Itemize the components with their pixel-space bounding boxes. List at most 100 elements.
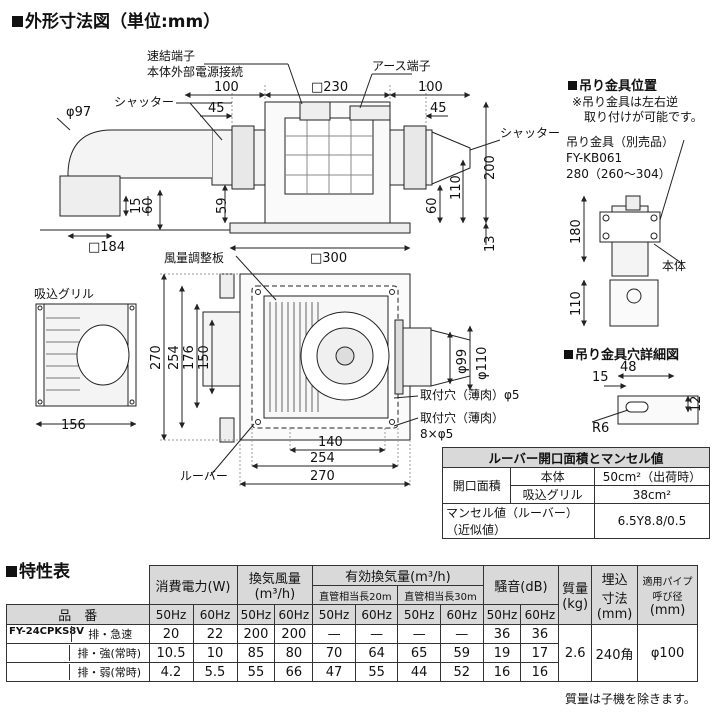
table-row: FY-24CPKS8V 排・急速 20 22 200 200 — — — — 3… [6,624,698,682]
dim-45-right: 45 [430,101,447,116]
dim-176: 176 [182,345,197,370]
model-spacer [7,664,69,680]
mount-hole-label-1: 取付穴（薄肉）φ5 [420,387,520,402]
dim-phi99: φ99 [455,349,470,374]
quick-terminal-label: 速結端子 [147,49,195,63]
value-cell: — [397,624,441,644]
spec-heading-text: 特性表 [19,562,70,582]
dim-270-h: 270 [310,469,335,484]
mount-hole-count-label: 8×φ5 [420,427,453,441]
mass-value: 2.6 [558,624,593,682]
dim-12: 12 [689,395,704,412]
louver-label: ルーバー [180,469,228,483]
value-cell: 59 [439,643,484,663]
hz-cell: 60Hz [354,604,399,625]
value-cell: 10 [192,643,238,663]
hz-cell: 50Hz [148,604,194,625]
dim-15: 15 [129,197,144,214]
col-duct: 適用パイプ呼び径(mm) [637,565,698,625]
dim-300: □300 [310,251,347,266]
hanger-heading-text: 吊り金具位置 [579,79,658,94]
dim-254-h: 254 [310,451,335,466]
mount-hole-label-2: 取付穴（薄肉） [420,410,504,425]
dim-45-left: 45 [208,101,225,116]
spec-table-corner [7,566,150,605]
dim-phi110: φ110 [475,347,490,380]
col-airflow: 換気風量(m³/h) [236,565,314,605]
hz-cell: 60Hz [520,604,560,625]
munsell-label-line-2: （近似値） [446,523,507,537]
model-mode-cell: 排・弱(常時) [6,662,150,682]
plan-view [160,273,471,486]
value-cell: — [312,624,356,644]
hanger-model-label: FY-KB061 [566,151,622,165]
louver-table-caption: ルーバー開口面積とマンセル値 [442,447,710,468]
body-row-label: 本体 [510,467,595,486]
value-cell: 55 [354,662,399,682]
square-bullet-icon [568,81,577,90]
hz-cell: 60Hz [192,604,238,625]
square-bullet-icon [6,566,17,577]
value-cell: 47 [312,662,356,682]
value-cell: 17 [520,643,560,663]
col-size: 埋込寸法(mm) [591,565,639,625]
dim-180: 180 [569,219,584,244]
col-size-title: 埋込 [601,572,628,588]
dim-150: 150 [197,345,212,370]
col-airflow-title: 換気風量 [248,572,301,587]
value-cell: 44 [397,662,441,682]
value-cell: 70 [312,643,356,663]
col-mass-unit: (kg) [562,597,589,612]
shutter-left-label: シャッター [114,95,174,109]
value-cell: 4.2 [148,662,194,682]
value-cell: 52 [439,662,484,682]
dim-110-h: 110 [569,291,584,316]
dim-100-right: 100 [418,80,443,95]
hanger-view [581,139,685,327]
intake-grille-view [35,303,137,407]
dim-r6: R6 [592,421,609,436]
dim-254-v: 254 [167,345,182,370]
value-cell: 20 [148,624,194,644]
hanger-note-2: 取り付けが可能です。 [584,110,703,124]
value-cell: 10.5 [148,643,194,663]
col-duct-unit: (mm) [649,602,686,618]
value-cell: 36 [482,624,522,644]
col-mass: 質量(kg) [558,565,593,625]
outline-heading-text: 外形寸法図（単位:mm） [25,12,221,32]
value-cell: 64 [354,643,399,663]
value-cell: 55 [236,662,276,682]
square-bullet-icon [12,16,23,27]
hole-detail-view [591,373,699,425]
dim-184: □184 [88,240,125,255]
table-row: 排・弱(常時) 4.2 5.5 55 66 47 55 44 52 16 16 [6,662,698,682]
value-cell: 66 [274,662,314,682]
dim-60-right: 60 [425,197,440,214]
dim-270-v: 270 [149,345,164,370]
col-mass-title: 質量 [562,582,589,597]
dim-59: 59 [215,197,230,214]
dim-13: 13 [483,235,498,252]
dim-140: 140 [318,435,343,450]
col-power: 消費電力(W) [148,565,238,605]
dim-156: 156 [61,418,86,433]
value-cell: 19 [482,643,522,663]
munsell-value: 6.5Y8.8/0.5 [593,503,711,539]
hole-heading-text: 吊り金具穴詳細図 [575,348,680,363]
value-cell: 200 [274,624,314,644]
hanger-heading: 吊り金具位置 [568,75,657,94]
munsell-label: マンセル値（ルーバー） （近似値） [442,503,595,539]
hz-cell: 60Hz [439,604,484,625]
outline-heading: 外形寸法図（単位:mm） [12,12,220,32]
value-cell: — [439,624,484,644]
hanger-part-label: 吊り金具（別売品） [566,134,674,149]
intake-grille-label: 吸込グリル [34,287,94,301]
hz-cell: 60Hz [274,604,314,625]
side-view [40,85,471,234]
spec-heading: 特性表 [6,562,70,582]
earth-terminal-label: アース端子 [372,59,431,73]
hanger-note-1: ※吊り金具は左右逆 [572,95,679,109]
dim-48: 48 [620,360,637,375]
model-spacer [7,645,69,661]
mode-label: 排・弱(常時) [69,664,149,680]
